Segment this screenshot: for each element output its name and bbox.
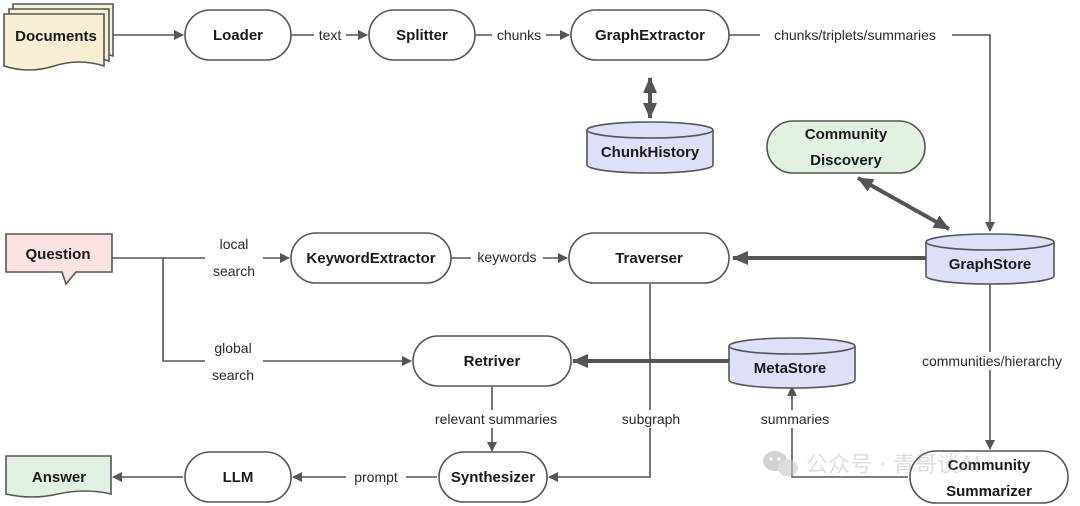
- meta-store-label: MetaStore: [754, 360, 827, 377]
- node-llm: LLM: [184, 451, 292, 503]
- label-local: local: [220, 236, 249, 252]
- traverser-label: Traverser: [615, 250, 683, 267]
- community-summarizer-label-1: Community: [948, 457, 1031, 474]
- node-keyword-extractor: KeywordExtractor: [290, 232, 452, 284]
- community-discovery-label-2: Discovery: [810, 152, 882, 169]
- question-label: Question: [25, 246, 90, 263]
- community-discovery-label-1: Community: [805, 126, 888, 143]
- node-documents: Documents: [3, 3, 114, 71]
- label-prompt: prompt: [354, 469, 398, 485]
- loader-label: Loader: [213, 27, 263, 44]
- node-traverser: Traverser: [568, 232, 730, 284]
- node-synthesizer: Synthesizer: [438, 451, 548, 503]
- label-relevant-summaries: relevant summaries: [435, 411, 557, 427]
- wechat-icon: [763, 451, 798, 477]
- label-global-search: search: [212, 367, 254, 383]
- edge-question-branch: [112, 257, 412, 366]
- node-chunk-history: ChunkHistory: [586, 121, 714, 174]
- label-chunks-triplets-summaries: chunks/triplets/summaries: [774, 27, 936, 43]
- node-splitter: Splitter: [368, 9, 476, 61]
- community-summarizer-label-2: Summarizer: [946, 483, 1032, 500]
- node-meta-store: MetaStore: [728, 337, 856, 389]
- retriver-label: Retriver: [464, 353, 521, 370]
- node-loader: Loader: [184, 9, 292, 61]
- watermark-text: 公众号 · 青哥谈AI: [806, 453, 981, 478]
- edge-traverser-synthesizer: [548, 284, 651, 482]
- label-summaries: summaries: [761, 411, 829, 427]
- synthesizer-label: Synthesizer: [451, 469, 535, 486]
- keyword-extractor-label: KeywordExtractor: [306, 250, 435, 267]
- label-communities-hierarchy: communities/hierarchy: [922, 353, 1062, 369]
- label-chunks: chunks: [497, 27, 541, 43]
- edge-communitydiscovery-graphstore: [857, 176, 950, 231]
- label-keywords: keywords: [477, 249, 536, 265]
- node-question: Question: [5, 233, 113, 286]
- answer-label: Answer: [32, 469, 86, 486]
- label-local-search: search: [213, 263, 255, 279]
- label-text: text: [319, 27, 342, 43]
- documents-label: Documents: [15, 28, 97, 45]
- graph-extractor-label: GraphExtractor: [595, 27, 705, 44]
- chunk-history-label: ChunkHistory: [601, 144, 700, 161]
- nodes: Documents Loader Splitter GraphExtractor…: [3, 3, 1069, 504]
- node-community-summarizer: Community Summarizer: [909, 450, 1069, 504]
- label-global: global: [214, 340, 251, 356]
- label-subgraph: subgraph: [622, 411, 680, 427]
- graph-store-label: GraphStore: [949, 256, 1032, 273]
- edge-labels: text chunks chunks/triplets/summaries lo…: [205, 26, 1074, 486]
- node-graph-store: GraphStore: [925, 233, 1055, 285]
- node-graph-extractor: GraphExtractor: [570, 9, 730, 61]
- llm-label: LLM: [223, 469, 254, 486]
- node-community-discovery: Community Discovery: [766, 120, 926, 174]
- node-answer: Answer: [5, 455, 112, 498]
- watermark: 公众号 · 青哥谈AI: [763, 451, 981, 478]
- node-retriver: Retriver: [412, 335, 572, 387]
- splitter-label: Splitter: [396, 27, 448, 44]
